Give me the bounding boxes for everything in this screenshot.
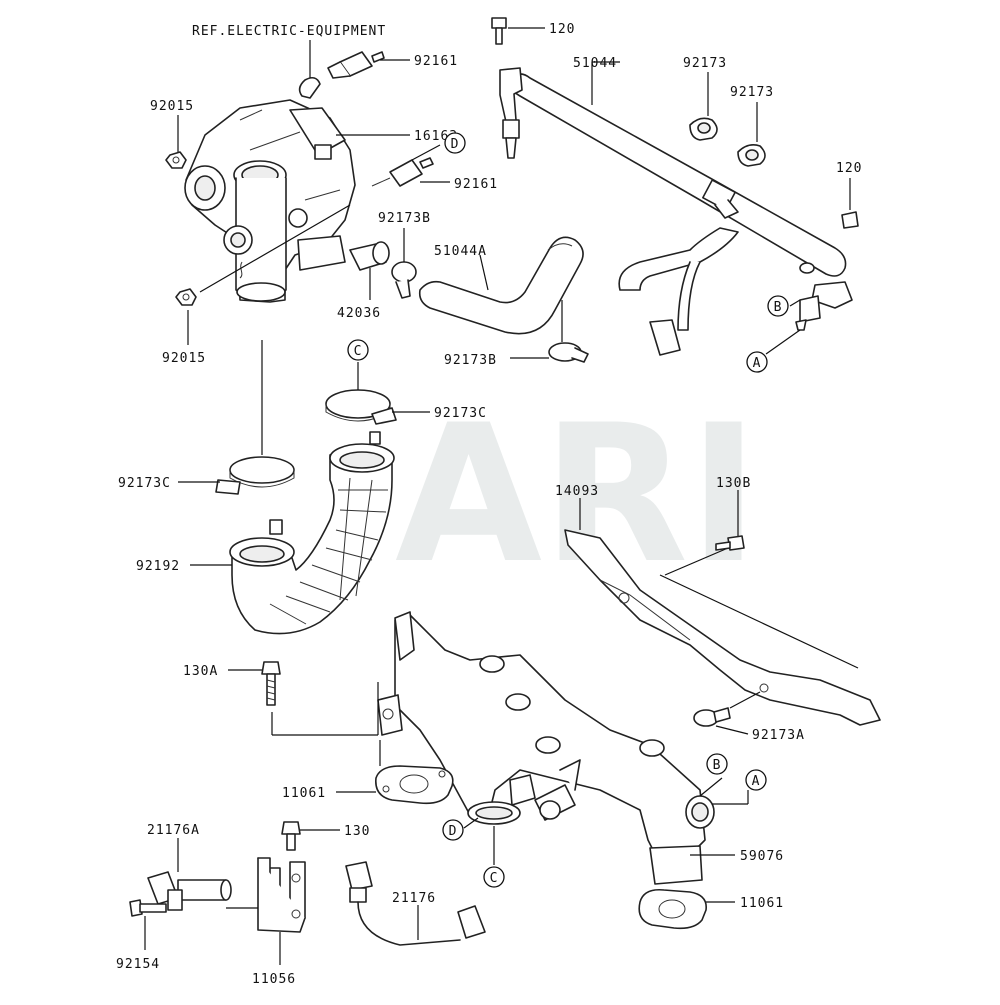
bolt-130B	[715, 535, 745, 551]
clamp-92173B-lower	[548, 342, 589, 363]
manifold-throttle-ring	[467, 801, 521, 825]
nut-92015-bottom	[175, 288, 197, 306]
bolt-130	[281, 821, 301, 851]
label-92173-a: 92173	[683, 56, 727, 71]
label-11061-left: 11061	[282, 786, 326, 801]
label-92173C-top: 92173C	[434, 406, 487, 421]
throttle-body-assembly	[184, 99, 356, 303]
injector-right	[795, 211, 859, 331]
ref-note-label: REF.ELECTRIC-EQUIPMENT	[192, 24, 386, 39]
label-130: 130	[344, 824, 370, 839]
label-11056: 11056	[252, 972, 296, 987]
bolt-130A	[261, 661, 281, 706]
label-11061-right: 11061	[740, 896, 784, 911]
label-92173-b: 92173	[730, 85, 774, 100]
label-92161-top: 92161	[414, 54, 458, 69]
svg-text:D: D	[449, 824, 458, 839]
marker-a-manifold: A	[745, 769, 767, 791]
marker-d-manifold: D	[442, 819, 464, 841]
label-21176: 21176	[392, 891, 436, 906]
label-59076: 59076	[740, 849, 784, 864]
label-42036: 42036	[337, 306, 381, 321]
svg-text:C: C	[490, 871, 499, 886]
svg-text:A: A	[752, 774, 761, 789]
label-120-top: 120	[549, 22, 575, 37]
marker-b-right: B	[767, 295, 789, 317]
label-92173B-mid: 92173B	[378, 211, 431, 226]
svg-text:B: B	[774, 300, 783, 315]
marker-a-right: A	[746, 351, 768, 373]
gasket-11061-left	[375, 765, 454, 805]
intake-duct-92192	[229, 431, 395, 635]
nut-92015-top	[165, 151, 187, 169]
label-21176A: 21176A	[147, 823, 200, 838]
intake-manifold-59076	[377, 611, 715, 885]
label-92173A: 92173A	[752, 728, 805, 743]
clamp-92173B-upper	[391, 261, 417, 299]
label-92015-bottom: 92015	[162, 351, 206, 366]
clamp-92173A	[693, 707, 731, 727]
clip-92173-a	[689, 117, 718, 141]
label-130A: 130A	[183, 664, 218, 679]
clamp-92173C-top	[325, 389, 397, 425]
part-label-texts: REF.ELECTRIC-EQUIPMENT 120 92161 51044 9…	[116, 22, 862, 987]
sensor-21176A	[147, 871, 232, 911]
sensor-92161-top	[298, 51, 385, 99]
bracket-11056	[257, 857, 306, 933]
watermark: ARI	[395, 384, 759, 605]
fuel-pipe-51044	[509, 73, 847, 356]
label-130B: 130B	[716, 476, 751, 491]
bolt-92154	[129, 899, 167, 917]
label-51044A: 51044A	[434, 244, 487, 259]
label-51044: 51044	[573, 56, 617, 71]
injector-top	[491, 17, 523, 159]
sensor-92161-mid	[371, 157, 434, 187]
label-92015-top: 92015	[150, 99, 194, 114]
clamp-92173C-left	[215, 456, 295, 495]
label-92173C-left: 92173C	[118, 476, 171, 491]
marker-c-manifold: C	[483, 866, 505, 888]
label-14093: 14093	[555, 484, 599, 499]
hose-51044A	[418, 236, 584, 335]
label-92173B-low: 92173B	[444, 353, 497, 368]
heat-shield-14093	[564, 529, 881, 726]
label-92154: 92154	[116, 957, 160, 972]
svg-text:B: B	[713, 758, 722, 773]
label-92161-mid: 92161	[454, 177, 498, 192]
marker-c-top: C	[347, 339, 369, 361]
svg-text:D: D	[451, 137, 460, 152]
gasket-11061-right	[638, 888, 707, 930]
label-120-right: 120	[836, 161, 862, 176]
tube-42036	[349, 241, 390, 271]
svg-text:C: C	[354, 344, 363, 359]
clip-92173-b	[737, 144, 766, 167]
marker-d-top: D	[444, 132, 466, 154]
sensor-21176	[345, 861, 486, 946]
label-92192: 92192	[136, 559, 180, 574]
svg-text:A: A	[753, 356, 762, 371]
marker-b-manifold: B	[706, 753, 728, 775]
